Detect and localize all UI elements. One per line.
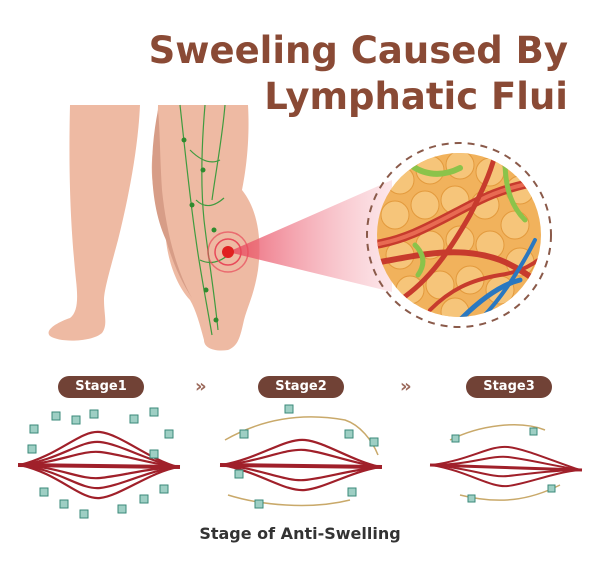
normal-leg: [48, 105, 140, 341]
lymph-nodes: [181, 137, 219, 323]
headline-line-1: Sweeling Caused By: [148, 29, 568, 72]
headline: Sweeling Caused By Lymphatic Flui: [148, 28, 568, 120]
caption: Stage of Anti-Swelling: [199, 524, 401, 543]
stage1-diagram: [17, 407, 181, 519]
stage1-label: Stage1: [58, 376, 144, 398]
leg-shadow: [152, 110, 192, 298]
chevron-right-icon: »: [195, 376, 207, 397]
stage3-diagram: [429, 424, 583, 503]
target-marker: [207, 231, 249, 273]
magnify-beam: [228, 180, 392, 292]
headline-line-2: Lymphatic Flui: [264, 75, 568, 118]
stage2-label: Stage2: [258, 376, 344, 398]
stage3-label: Stage3: [466, 376, 552, 398]
magnifier-ring: [366, 142, 552, 328]
tissue-closeup: [377, 153, 541, 317]
stage2-diagram: [219, 404, 383, 509]
chevron-right-icon: »: [400, 376, 412, 397]
swollen-leg: [151, 105, 260, 351]
